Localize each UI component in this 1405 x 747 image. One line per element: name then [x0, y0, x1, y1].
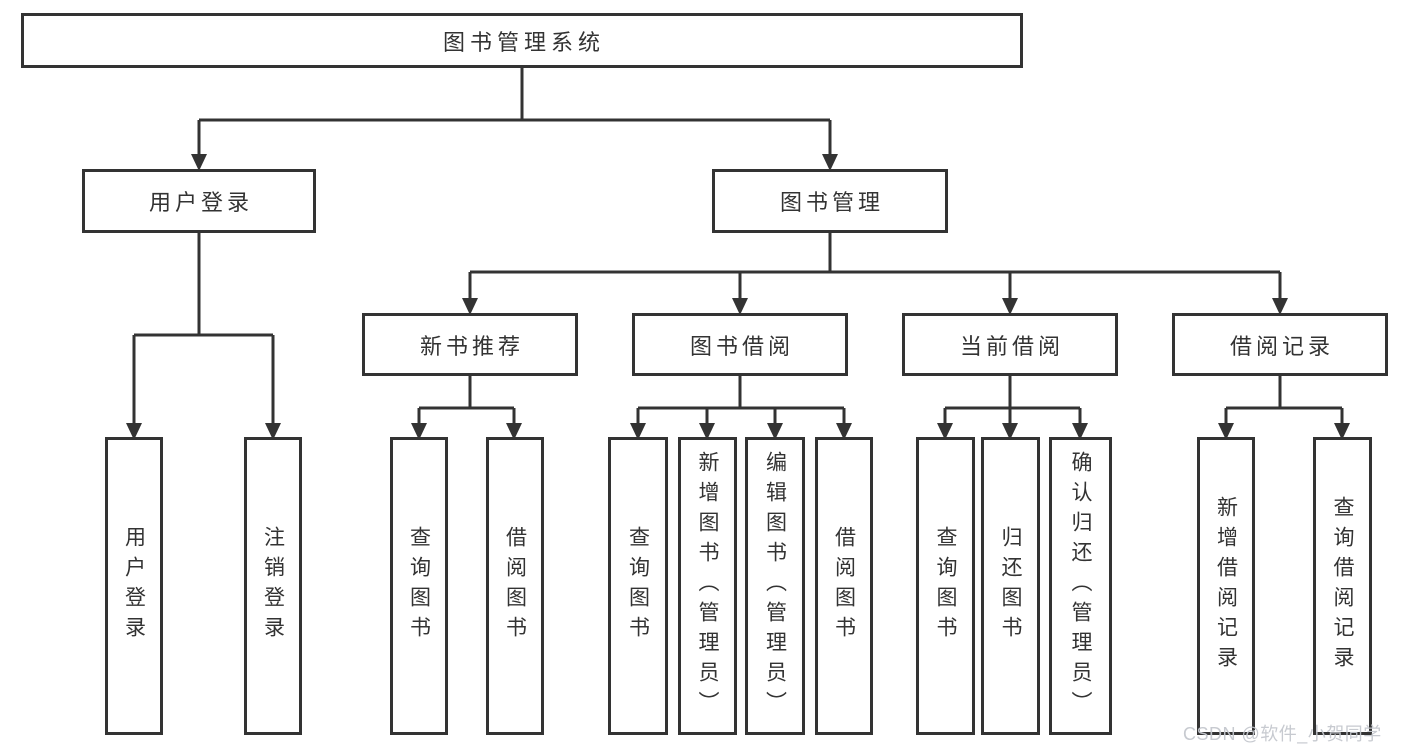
node-new-book-recommend-label: 新书推荐 — [419, 333, 524, 359]
leaf-return-books-label: 归还图书 — [999, 526, 1022, 646]
leaf-recommend-borrow-books: 借阅图书 — [486, 437, 544, 735]
node-borrow-records: 借阅记录 — [1172, 313, 1388, 376]
node-new-book-recommend: 新书推荐 — [362, 313, 578, 376]
arrowhead-icons — [126, 154, 1350, 440]
leaf-user-login-label: 用户登录 — [122, 526, 146, 646]
csdn-watermark: CSDN @软件_小贺同学 — [1183, 724, 1382, 744]
leaf-return-books: 归还图书 — [981, 437, 1040, 735]
leaf-edit-books-admin: 编辑图书（管理员） — [745, 437, 805, 735]
node-current-borrow-label: 当前借阅 — [959, 333, 1064, 359]
leaf-add-borrow-record-label: 新增借阅记录 — [1214, 496, 1238, 676]
node-book-borrow-label: 图书借阅 — [689, 333, 794, 359]
leaf-add-books-admin: 新增图书（管理员） — [678, 437, 737, 735]
leaf-user-login: 用户登录 — [105, 437, 163, 735]
node-user-login-label: 用户登录 — [148, 190, 253, 215]
leaf-add-books-admin-label: 新增图书（管理员） — [696, 451, 719, 721]
node-user-login: 用户登录 — [82, 169, 316, 233]
node-root: 图书管理系统 — [21, 13, 1023, 68]
leaf-borrow-books: 借阅图书 — [815, 437, 873, 735]
leaf-query-borrow-record-label: 查询借阅记录 — [1331, 496, 1354, 676]
leaf-recommend-query-books: 查询图书 — [390, 437, 448, 735]
leaf-current-query-books-label: 查询图书 — [934, 526, 957, 646]
leaf-edit-books-admin-label: 编辑图书（管理员） — [763, 451, 787, 721]
leaf-confirm-return-admin: 确认归还（管理员） — [1049, 437, 1112, 735]
leaf-recommend-query-books-label: 查询图书 — [407, 526, 431, 646]
leaf-recommend-borrow-books-label: 借阅图书 — [503, 526, 527, 646]
leaf-borrow-query-books: 查询图书 — [608, 437, 668, 735]
tree-edges — [132, 68, 1344, 424]
node-borrow-records-label: 借阅记录 — [1229, 333, 1334, 359]
node-book-management: 图书管理 — [712, 169, 948, 233]
node-root-label: 图书管理系统 — [442, 29, 605, 55]
leaf-logout: 注销登录 — [244, 437, 302, 735]
leaf-borrow-books-label: 借阅图书 — [832, 526, 856, 646]
leaf-add-borrow-record: 新增借阅记录 — [1197, 437, 1255, 735]
leaf-borrow-query-books-label: 查询图书 — [626, 526, 650, 646]
node-book-management-label: 图书管理 — [779, 190, 884, 215]
leaf-query-borrow-record: 查询借阅记录 — [1313, 437, 1372, 735]
leaf-current-query-books: 查询图书 — [916, 437, 975, 735]
node-current-borrow: 当前借阅 — [902, 313, 1118, 376]
node-book-borrow: 图书借阅 — [632, 313, 848, 376]
leaf-confirm-return-admin-label: 确认归还（管理员） — [1069, 451, 1092, 721]
leaf-logout-label: 注销登录 — [261, 526, 285, 646]
